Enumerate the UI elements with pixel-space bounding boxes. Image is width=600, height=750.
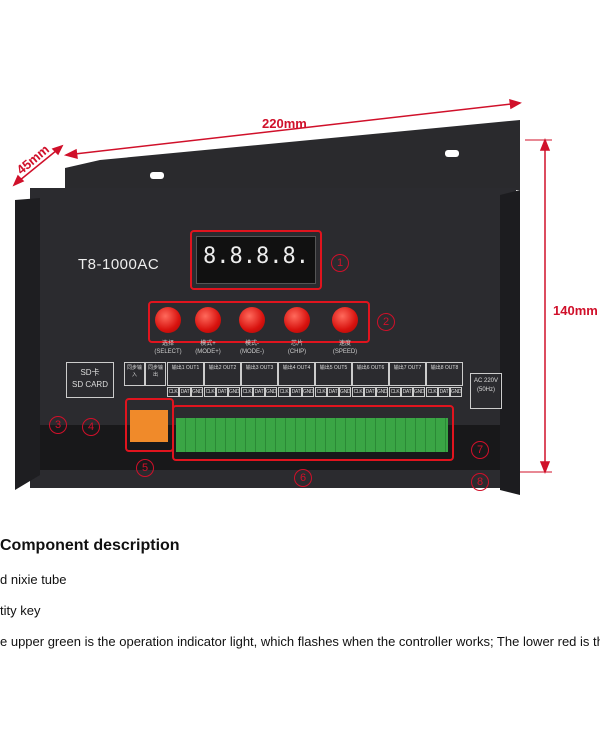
chip-label: 芯片(CHIP) — [287, 341, 307, 355]
pin-label: CLK — [241, 387, 253, 397]
output-label: 输出6 OUT6 — [352, 362, 389, 386]
pin-label: CLK — [204, 387, 216, 397]
pin-label: DAT — [253, 387, 265, 397]
callout-6: 6 — [294, 469, 312, 487]
output-terminal-block — [176, 418, 448, 452]
callout-5: 5 — [136, 459, 154, 477]
sync-out-label: 同步输出 — [145, 362, 166, 386]
pin-label: GND — [191, 387, 203, 397]
callout-8: 8 — [471, 473, 489, 491]
model-label: T8-1000AC — [78, 256, 160, 273]
output-label: 输出5 OUT5 — [315, 362, 352, 386]
output-terminal-highlight — [172, 405, 454, 461]
pin-label: DAT — [327, 387, 339, 397]
speed-button[interactable] — [332, 307, 358, 333]
keys-highlight — [148, 301, 370, 343]
pin-label: CLK — [426, 387, 438, 397]
output-label: 输出1 OUT1 — [167, 362, 204, 386]
width-dimension: 220mm — [262, 116, 307, 131]
pin-label: GND — [228, 387, 240, 397]
pin-label: DAT — [438, 387, 450, 397]
select-label: 选择(SELECT) — [154, 341, 182, 355]
output-label: 输出3 OUT3 — [241, 362, 278, 386]
pin-label: DAT — [290, 387, 302, 397]
output-label: 输出4 OUT4 — [278, 362, 315, 386]
pin-label: DAT — [179, 387, 191, 397]
pin-label: CLK — [389, 387, 401, 397]
output-label: 输出8 OUT8 — [426, 362, 463, 386]
pin-label: GND — [413, 387, 425, 397]
pin-label: CLK — [278, 387, 290, 397]
sync-terminal-block — [130, 410, 168, 442]
select-button[interactable] — [155, 307, 181, 333]
output-label: 输出7 OUT7 — [389, 362, 426, 386]
pin-label: CLK — [352, 387, 364, 397]
pin-label: GND — [302, 387, 314, 397]
description-heading: Component description — [0, 537, 180, 554]
pin-label: GND — [339, 387, 351, 397]
output-label: 输出2 OUT2 — [204, 362, 241, 386]
pin-label: DAT — [216, 387, 228, 397]
chip-button[interactable] — [284, 307, 310, 333]
mode-minus-label: 模式-(MODE-) — [240, 341, 264, 355]
description-item: tity key — [0, 603, 41, 618]
description-item: e upper green is the operation indicator… — [0, 634, 600, 649]
pin-label: CLK — [315, 387, 327, 397]
callout-1: 1 — [331, 254, 349, 272]
mode-minus-button[interactable] — [239, 307, 265, 333]
description-item: d nixie tube — [0, 572, 67, 587]
callout-4: 4 — [82, 418, 100, 436]
display-highlight — [190, 230, 322, 290]
power-label: AC 220V (50Hz) — [470, 373, 502, 409]
pin-label: DAT — [401, 387, 413, 397]
sync-in-label: 同步输入 — [124, 362, 145, 386]
pin-label: GND — [265, 387, 277, 397]
pin-label: DAT — [364, 387, 376, 397]
mode-plus-button[interactable] — [195, 307, 221, 333]
speed-label: 速度(SPEED) — [332, 341, 358, 355]
callout-3: 3 — [49, 416, 67, 434]
sync-terminal-highlight — [125, 398, 174, 452]
callout-2: 2 — [377, 313, 395, 331]
height-dimension: 140mm — [553, 303, 598, 318]
pin-label: GND — [376, 387, 388, 397]
pin-label: CLK — [167, 387, 179, 397]
callout-7: 7 — [471, 441, 489, 459]
mode-plus-label: 模式+(MODE+) — [195, 341, 221, 355]
pin-label: GND — [450, 387, 462, 397]
nixie-display: 8.8.8.8. — [203, 244, 309, 269]
